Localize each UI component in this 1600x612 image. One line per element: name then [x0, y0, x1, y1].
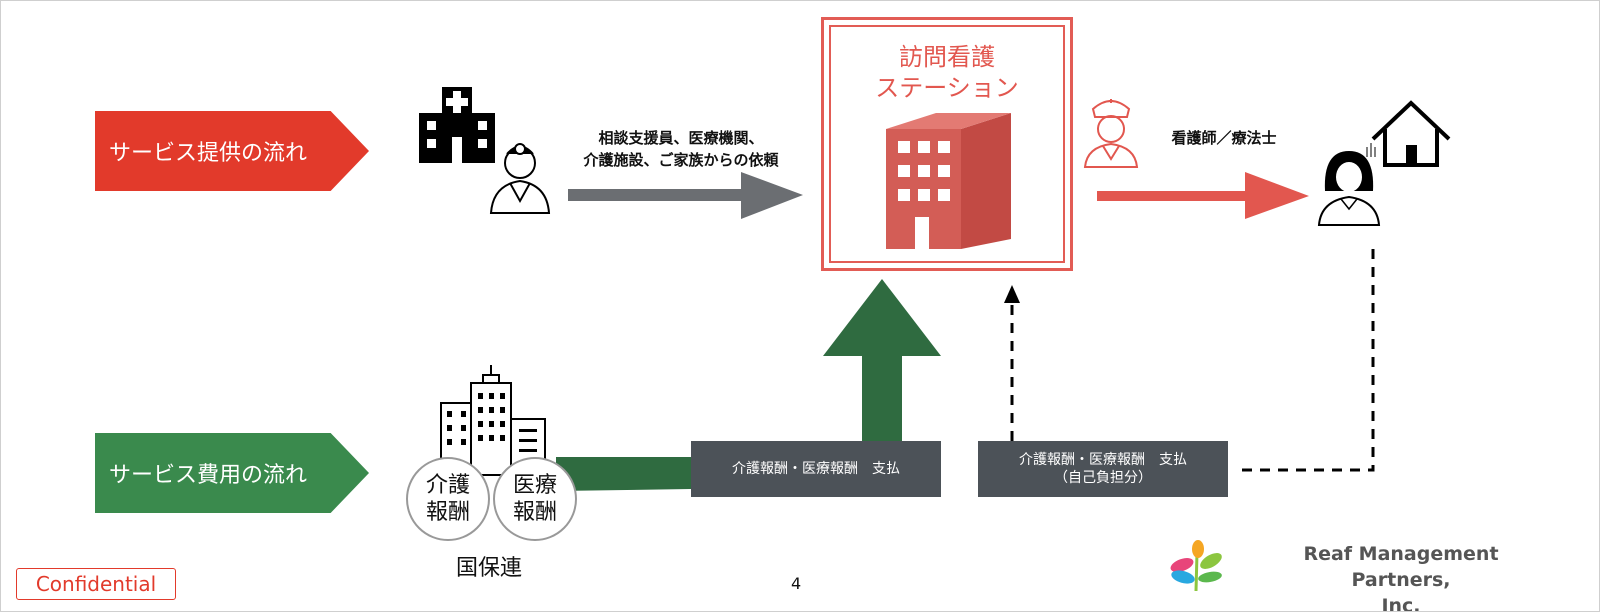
confidential-badge: Confidential — [16, 568, 176, 600]
medical-fee-line1: 医療 — [512, 473, 557, 498]
care-fee-circle: 介護 報酬 — [406, 457, 490, 541]
requesters-label-line1: 相談支援員、医療機関、 — [598, 129, 764, 147]
requesters-label-line2: 介護施設、ご家族からの依頼 — [583, 151, 779, 169]
service-flow-label: サービス提供の流れ — [109, 141, 308, 166]
nurse-icon — [1083, 99, 1139, 168]
company-name: Reaf Management Partners, Inc. — [1251, 541, 1551, 612]
insurer-payment-band — [556, 457, 691, 491]
page-number: 4 — [791, 574, 802, 593]
nurse-label: 看護師／療法士 — [1171, 129, 1277, 147]
request-arrow — [568, 172, 803, 219]
medical-fee-line2: 報酬 — [512, 500, 557, 525]
station-title-line2: ステーション — [875, 74, 1019, 102]
station-title: 訪問看護 ステーション — [824, 42, 1070, 104]
payment-box-insurer: 介護報酬・医療報酬 支払 — [691, 441, 941, 497]
care-fee-line2: 報酬 — [425, 500, 470, 525]
payment-box-patient: 介護報酬・医療報酬 支払 （自己負担分） — [978, 441, 1228, 497]
patient-payment-up-arrow — [1004, 285, 1020, 441]
house-icon — [1371, 100, 1451, 167]
station-title-line1: 訪問看護 — [899, 43, 995, 71]
payment-box-patient-line1: 介護報酬・医療報酬 支払 — [1019, 452, 1187, 468]
patient-payment-path — [1237, 249, 1375, 472]
company-name-line1: Reaf Management Partners, — [1303, 543, 1499, 591]
hospital-icon — [419, 87, 495, 163]
care-fee-line1: 介護 — [425, 473, 470, 498]
doctor-icon — [489, 143, 551, 214]
payment-box-insurer-label: 介護報酬・医療報酬 支払 — [732, 461, 900, 477]
insurer-payment-up-arrow — [823, 279, 941, 441]
requesters-label: 相談支援員、医療機関、 介護施設、ご家族からの依頼 — [556, 127, 806, 171]
service-flow-chevron: サービス提供の流れ — [95, 111, 369, 191]
station-inner-frame — [829, 25, 1065, 263]
leaf-logo-icon — [1170, 540, 1222, 592]
cost-flow-chevron: サービス費用の流れ — [95, 433, 369, 513]
payment-box-patient-line2: （自己負担分） — [1054, 470, 1152, 486]
patient-icon — [1317, 143, 1381, 226]
nursing-station-box: 訪問看護 ステーション — [821, 17, 1073, 271]
station-building-icon — [886, 113, 1011, 249]
medical-fee-circle: 医療 報酬 — [493, 457, 577, 541]
kokuho-label: 国保連 — [456, 556, 523, 581]
service-arrow — [1097, 172, 1309, 219]
cost-flow-label: サービス費用の流れ — [109, 463, 308, 488]
company-name-line2: Inc. — [1381, 595, 1421, 612]
